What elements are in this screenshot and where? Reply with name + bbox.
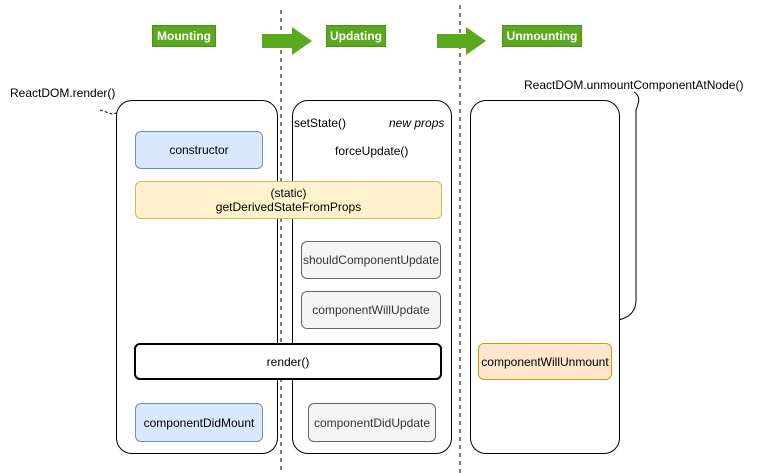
gdsfp-name-label: getDerivedStateFromProps xyxy=(215,200,362,214)
method-component-will-update: componentWillUpdate xyxy=(301,291,441,329)
phase-updating: Updating xyxy=(326,25,386,47)
phase-arrow-1-icon xyxy=(262,27,312,55)
lane-unmounting xyxy=(470,100,620,454)
method-get-derived-state-from-props: (static) getDerivedStateFromProps xyxy=(135,181,442,219)
trigger-setstate: setState() xyxy=(294,116,347,130)
phase-arrow-2-icon xyxy=(437,27,486,55)
method-component-will-unmount: componentWillUnmount xyxy=(478,343,612,380)
method-constructor: constructor xyxy=(135,131,263,169)
trigger-unmount-component-at-node: ReactDOM.unmountComponentAtNode() xyxy=(524,78,744,92)
trigger-forceupdate: forceUpdate() xyxy=(335,144,409,158)
trigger-new-props: new props xyxy=(389,116,445,130)
trigger-reactdom-render: ReactDOM.render() xyxy=(10,86,116,100)
phase-unmounting: Unmounting xyxy=(502,25,582,47)
method-component-did-update: componentDidUpdate xyxy=(308,403,436,442)
gdsfp-static-label: (static) xyxy=(270,186,307,200)
method-should-component-update: shouldComponentUpdate xyxy=(301,241,441,279)
method-component-did-mount: componentDidMount xyxy=(135,403,263,442)
method-render: render() xyxy=(134,343,442,380)
phase-mounting: Mounting xyxy=(152,25,216,47)
